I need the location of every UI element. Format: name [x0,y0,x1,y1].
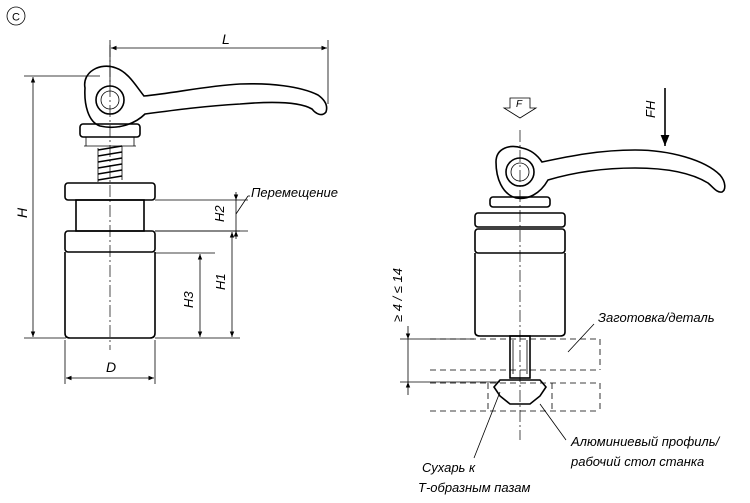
dim-h1-label: H1 [213,273,228,290]
right-upper-knurl [474,212,566,228]
profile-label-line2: рабочий стол станка [570,454,704,469]
right-view: F FH [390,88,726,495]
dim-h-label: H [14,207,30,218]
right-washer [489,196,551,208]
clamp-range-label: ≥ 4 / ≤ 14 [390,268,405,322]
dim-d-label: D [106,359,116,375]
profile-label-line1: Алюминиевый профиль/ [570,434,721,449]
left-body [64,252,156,339]
variant-label: C [12,12,20,24]
force-fh-label: FH [643,100,658,118]
t-slot-nut [492,379,548,405]
slot-nut-label-line2: Т-образным пазам [418,480,530,495]
dim-h2-label: H2 [212,205,227,222]
workpiece [430,338,601,371]
slot-nut-label-line1: Сухарь к [422,460,476,475]
right-lower-knurl [474,228,566,254]
aluminium-profile [430,382,601,412]
left-lower-knurl [64,230,156,253]
variant-marker: C [6,6,26,26]
force-f-arrow: F [502,97,538,119]
left-spring [97,145,123,182]
left-view: L H H2 Перемещение H3 H1 D [14,31,338,384]
left-washer [79,123,141,138]
force-f-label: F [516,99,523,110]
dim-l-label: L [222,31,230,47]
right-cam-lever [495,145,726,200]
travel-label: Перемещение [251,185,338,200]
clamping-bolt [509,335,531,379]
left-cam-lever [84,65,328,129]
workpiece-label: Заготовка/деталь [598,310,715,325]
dim-h3-label: H3 [181,291,196,308]
